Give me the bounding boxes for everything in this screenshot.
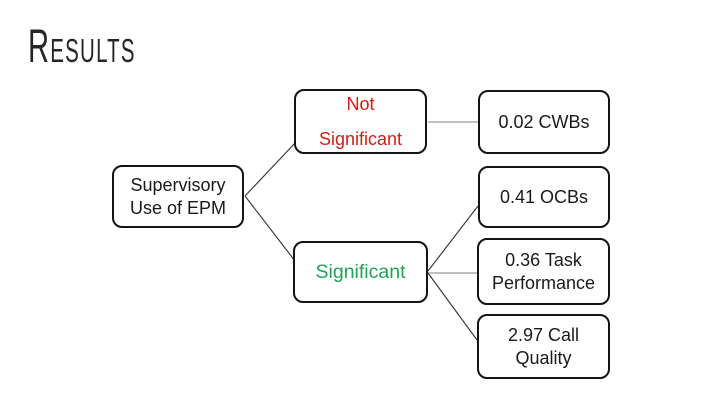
connector-significant-to-call-quality (427, 272, 478, 341)
node-text: 2.97 Call (507, 325, 580, 345)
slide-title: Results (28, 19, 136, 72)
node-text: Not (346, 94, 375, 114)
connector-significant-to-ocbs (427, 205, 479, 272)
node-significant: Significant (293, 241, 428, 303)
node-task-performance: 0.36 Task Performance (477, 238, 610, 305)
connector-epm-to-significant (244, 195, 296, 262)
node-text: Use of EPM (129, 197, 227, 218)
node-text: 0.36 Task (505, 250, 582, 270)
node-text: Significant (315, 260, 406, 283)
node-text: 0.02 CWBs (498, 111, 590, 132)
node-text: Significant (318, 128, 403, 149)
node-ocbs: 0.41 OCBs (478, 166, 610, 228)
node-text: 0.41 OCBs (499, 186, 589, 207)
node-text: Performance (491, 272, 596, 293)
connector-epm-to-not-significant (244, 141, 297, 197)
node-supervisory-use-of-epm: Supervisory Use of EPM (112, 165, 244, 228)
node-not-significant: Not Significant (294, 89, 427, 154)
node-text: Quality (515, 347, 572, 368)
node-call-quality: 2.97 Call Quality (477, 314, 610, 379)
node-text: Supervisory (130, 175, 226, 195)
node-cwbs: 0.02 CWBs (478, 90, 610, 154)
